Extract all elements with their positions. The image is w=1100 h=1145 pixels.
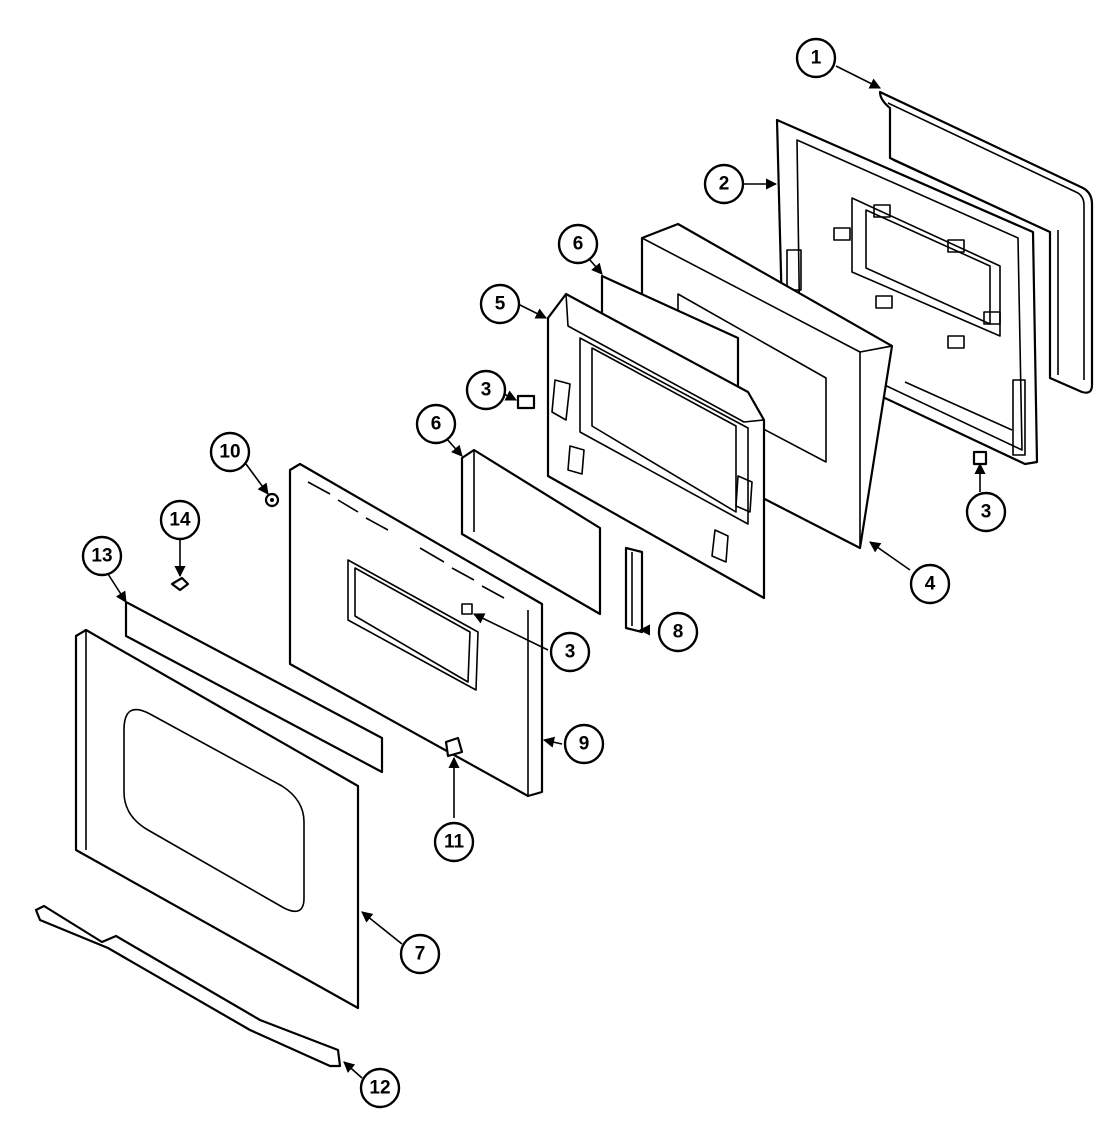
- part-8-hinge-bracket: [624, 546, 644, 634]
- callout-5: 5: [479, 283, 521, 325]
- callout-7: 7: [399, 933, 441, 975]
- callout-3-left: 3: [465, 369, 507, 411]
- part-7-front-door-panel: [74, 628, 360, 1010]
- callout-12: 12: [359, 1067, 401, 1109]
- svg-text:8: 8: [673, 622, 684, 643]
- svg-text:14: 14: [169, 510, 191, 531]
- svg-text:10: 10: [219, 442, 240, 463]
- part-13-trim-strip: [124, 600, 384, 774]
- svg-text:2: 2: [719, 174, 730, 195]
- callout-11: 11: [433, 821, 475, 863]
- svg-text:3: 3: [981, 502, 992, 523]
- callout-14: 14: [159, 499, 201, 541]
- callout-9: 9: [563, 723, 605, 765]
- callout-3-right: 3: [965, 491, 1007, 533]
- svg-text:3: 3: [481, 380, 492, 401]
- part-10-nut: [264, 492, 280, 508]
- svg-text:7: 7: [415, 944, 426, 965]
- svg-text:12: 12: [369, 1078, 390, 1099]
- svg-text:11: 11: [444, 832, 465, 853]
- svg-text:13: 13: [91, 546, 112, 567]
- callout-6-front: 6: [415, 403, 457, 445]
- callout-1: 1: [795, 37, 837, 79]
- callout-2: 2: [703, 163, 745, 205]
- callout-10: 10: [209, 431, 251, 473]
- part-12-door-handle: [34, 904, 342, 1068]
- leader-lines: [107, 65, 986, 1079]
- callout-8: 8: [657, 611, 699, 653]
- svg-text:1: 1: [811, 48, 822, 69]
- part-5-door-liner: [546, 292, 766, 600]
- callout-6-rear: 6: [557, 223, 599, 265]
- callout-13: 13: [81, 535, 123, 577]
- callout-3-center: 3: [549, 631, 591, 673]
- svg-text:6: 6: [431, 414, 442, 435]
- part-3-clip-right: [972, 450, 988, 466]
- svg-text:3: 3: [565, 642, 576, 663]
- part-9-outer-door-panel: [288, 462, 544, 798]
- part-11-clip: [444, 736, 464, 758]
- svg-text:4: 4: [925, 574, 936, 595]
- part-14-screw: [170, 576, 190, 592]
- svg-text:6: 6: [573, 234, 584, 255]
- part-6-front-glass: [460, 448, 602, 616]
- part-3-clip-left: [516, 394, 536, 410]
- part-1-door-gasket: [878, 90, 1094, 394]
- callout-4: 4: [909, 563, 951, 605]
- svg-text:9: 9: [579, 734, 590, 755]
- svg-text:5: 5: [495, 294, 506, 315]
